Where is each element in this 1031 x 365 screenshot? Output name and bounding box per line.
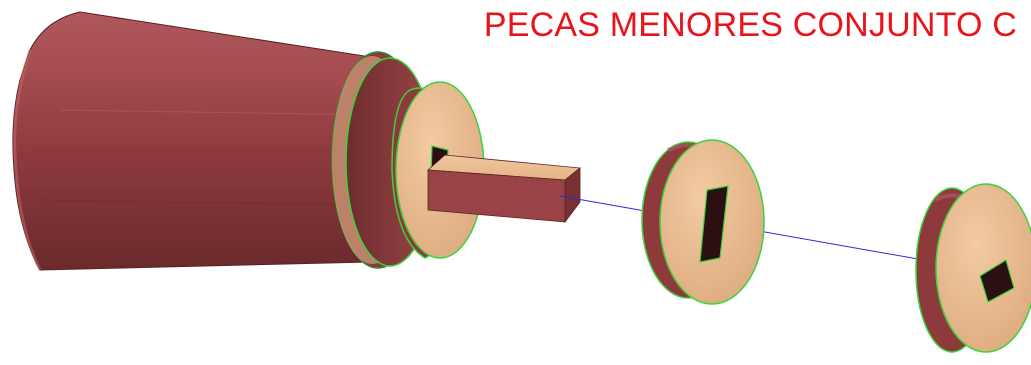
rectangular-shaft[interactable]	[427, 154, 582, 224]
washer-right[interactable]	[915, 183, 1031, 353]
cylinder-body[interactable]	[12, 11, 391, 271]
washer-middle[interactable]	[641, 139, 765, 305]
drawing-title: PECAS MENORES CONJUNTO C	[483, 6, 1017, 44]
